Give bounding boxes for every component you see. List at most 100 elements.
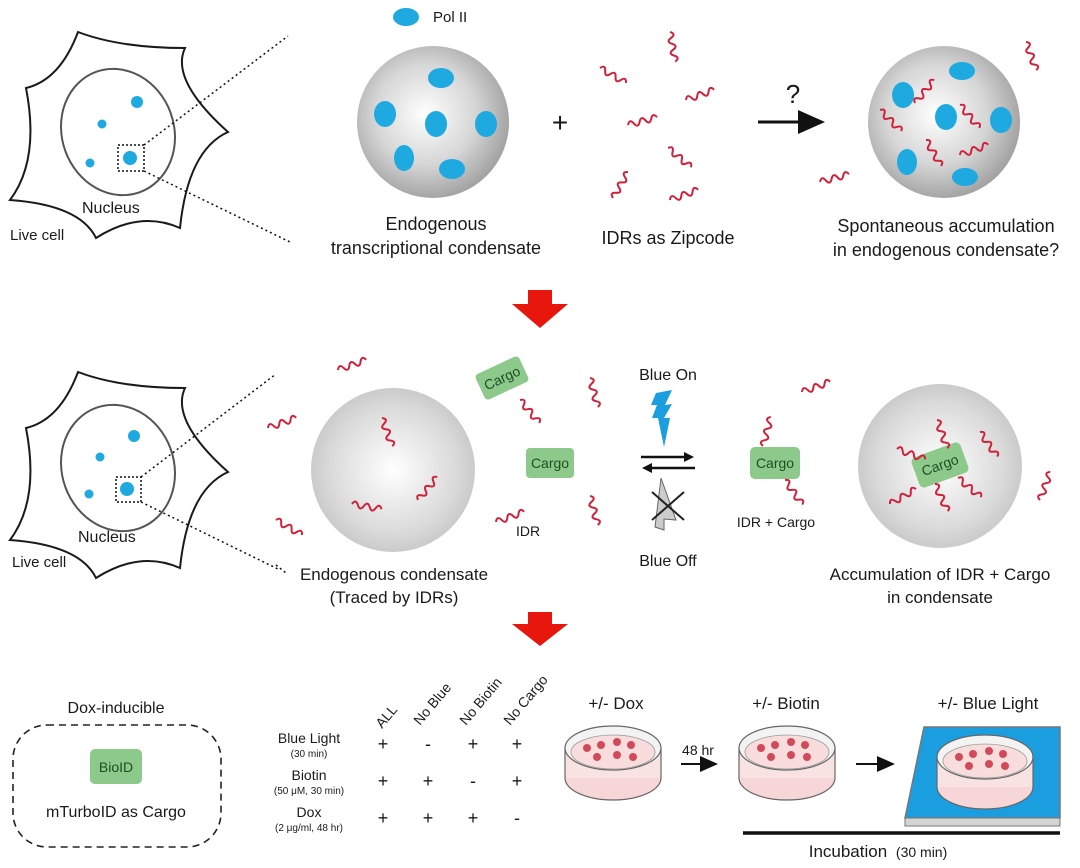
idr-squiggle xyxy=(516,397,543,426)
pol2-focus xyxy=(95,452,105,462)
idr-squiggle xyxy=(273,516,305,539)
dashed-box xyxy=(12,724,222,848)
pol2-molecule xyxy=(439,159,465,179)
condensate-sphere xyxy=(311,388,475,552)
zoom-box xyxy=(117,144,145,172)
pol2-molecule xyxy=(425,111,447,137)
result-label-line1: Accumulation of IDR + Cargo xyxy=(830,565,1051,584)
pol2-focus xyxy=(131,96,143,108)
cell-label: Live cell xyxy=(10,227,64,244)
idr-cluster: IDRs as Zipcode xyxy=(597,30,735,248)
cell-value: + xyxy=(512,734,523,754)
step-label: +/- Blue Light xyxy=(938,694,1039,713)
column-header: No Cargo xyxy=(500,672,551,728)
cell-label: Live cell xyxy=(12,554,66,571)
idr-squiggle xyxy=(781,477,806,508)
idr-squiggle xyxy=(1022,39,1041,73)
pol2-focus xyxy=(97,119,107,129)
pol2-molecule xyxy=(949,62,975,80)
idr-squiggle xyxy=(799,377,833,396)
step-label: +/- Biotin xyxy=(752,694,820,713)
idr-squiggle xyxy=(586,494,602,527)
pol2-molecule xyxy=(428,68,454,88)
live-cell-illustration: Nucleus Live cell xyxy=(9,371,281,579)
complex-label: IDR + Cargo xyxy=(737,514,815,530)
question-mark: ? xyxy=(786,79,800,109)
endogenous-condensate: Endogenous transcriptional condensate xyxy=(331,46,541,258)
blue-off-label: Blue Off xyxy=(639,553,697,570)
pol2-molecule xyxy=(990,107,1012,133)
idr-squiggle xyxy=(683,85,717,104)
table-row: Biotin (50 μM, 30 min) + + - + xyxy=(274,767,522,797)
pol2-molecule xyxy=(897,149,917,175)
table-row: Dox (2 μg/ml, 48 hr) + + + - xyxy=(275,804,520,834)
bioid-block xyxy=(90,749,142,784)
cargo-block xyxy=(750,447,800,479)
cell-value: - xyxy=(425,734,431,754)
cell-value: + xyxy=(423,771,434,791)
incubation-main: Incubation xyxy=(809,842,887,861)
pol2-focus xyxy=(123,151,137,165)
nucleus-label: Nucleus xyxy=(82,200,140,217)
cell-outline xyxy=(9,371,229,579)
row-label: Dox xyxy=(297,804,322,820)
pol2-molecule xyxy=(952,168,978,186)
row-label: Biotin xyxy=(291,767,326,783)
cell-value: + xyxy=(468,734,479,754)
column-header: No Blue xyxy=(410,679,454,728)
plus-sign: + xyxy=(552,107,568,138)
nucleus-label: Nucleus xyxy=(78,529,136,546)
column-header: No Biotin xyxy=(456,674,505,728)
idr-squiggle xyxy=(586,376,602,409)
cargo-block: Cargo xyxy=(475,356,529,400)
panel-2: Nucleus Live cell Cargo Cargo IDR xyxy=(9,355,1055,607)
idr-squiggle xyxy=(667,185,701,204)
cell-value: - xyxy=(514,808,520,828)
idr-squiggle xyxy=(597,64,629,87)
red-down-arrow xyxy=(512,290,568,328)
cell-value: + xyxy=(378,734,389,754)
traced-condensate: Cargo Cargo IDR Endogenous condensate (T… xyxy=(265,355,602,607)
zoom-line xyxy=(143,35,289,146)
interval-label: 48 hr xyxy=(682,742,714,758)
row-sublabel: (30 min) xyxy=(291,749,328,760)
pol2-legend-label: Pol II xyxy=(433,9,467,26)
pol2-focus xyxy=(128,430,140,442)
blue-on-label: Blue On xyxy=(639,367,697,384)
column-header: ALL xyxy=(372,701,400,731)
pol2-molecule xyxy=(374,101,396,127)
pol2-focus xyxy=(85,158,95,168)
idr-squiggle xyxy=(335,355,369,374)
culture-dish-icon xyxy=(564,725,662,801)
zoom-line xyxy=(140,501,281,571)
cargo-label: Cargo xyxy=(531,455,569,471)
table-row: Blue Light (30 min) + - + + xyxy=(278,730,522,760)
pol2-molecule xyxy=(935,104,957,130)
panel-3: Dox-inducible BioID mTurboID as Cargo AL… xyxy=(12,672,1061,861)
live-cell-illustration: Nucleus Live cell xyxy=(9,31,291,244)
pol2-molecule xyxy=(475,111,497,137)
row-label: Blue Light xyxy=(278,730,340,746)
idr-label: IDR xyxy=(516,523,540,539)
cell-value: + xyxy=(423,808,434,828)
idr-label: IDRs as Zipcode xyxy=(601,228,734,248)
construct-box: Dox-inducible BioID mTurboID as Cargo xyxy=(12,700,222,848)
idr-squiggle xyxy=(759,415,775,448)
idr-squiggle xyxy=(609,169,632,201)
nucleus-outline xyxy=(60,67,176,197)
idr-squiggle xyxy=(818,170,851,186)
pol2-molecule xyxy=(892,82,914,108)
cell-value: + xyxy=(378,771,389,791)
idr-squiggle xyxy=(666,30,680,64)
result-label-line2: in endogenous condensate? xyxy=(833,240,1059,260)
step-label: +/- Dox xyxy=(588,694,644,713)
condensate-label-line2: transcriptional condensate xyxy=(331,238,541,258)
pol2-legend-icon xyxy=(393,8,419,26)
cargo-label: Cargo xyxy=(756,455,794,471)
condensate-label-line2: (Traced by IDRs) xyxy=(330,588,459,607)
light-switch: Blue On Blue Off xyxy=(639,367,697,570)
bioid-label: BioID xyxy=(99,759,133,775)
zoom-line xyxy=(140,373,277,478)
condition-table: ALL No Blue No Biotin No Cargo Blue Ligh… xyxy=(274,672,551,834)
